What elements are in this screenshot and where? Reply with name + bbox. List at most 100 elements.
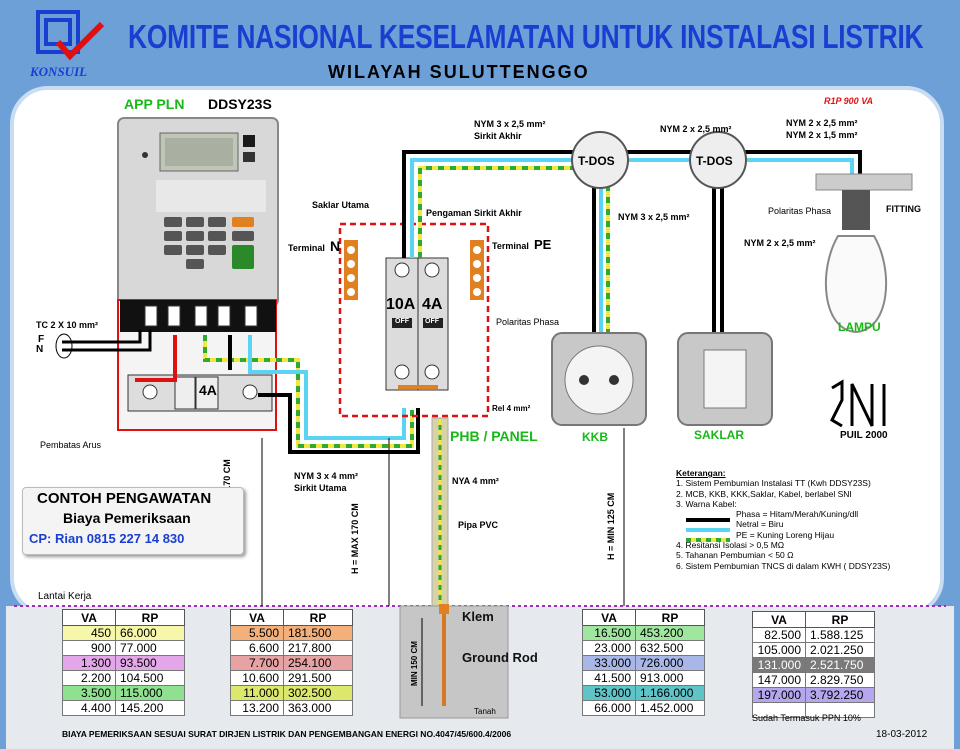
keterangan-item: 3. Warna Kabel: <box>676 498 737 509</box>
nym-utama-label-2: Sirkit Utama <box>294 483 347 493</box>
keterangan-legend: Keterangan: 1. Sistem Pembumian Instalas… <box>676 468 936 571</box>
phb-mcbs <box>385 257 449 391</box>
f-label: F <box>38 334 45 345</box>
kkb-socket <box>551 332 647 426</box>
rp-cell <box>805 702 875 718</box>
va-cell: 1.300 <box>62 655 116 671</box>
rp-cell: 217.800 <box>283 640 353 656</box>
rp-cell: 453.200 <box>635 625 705 641</box>
table-header: RP <box>635 609 705 626</box>
cable-pe-legend: PE = Kuning Loreng Hijau <box>736 529 835 540</box>
table-header: VA <box>62 609 116 626</box>
keterangan-item: 6. Sistem Pembumian TNCS di dalam KWH ( … <box>676 560 891 571</box>
cable-netral-legend: Netral = Biru <box>736 519 784 530</box>
tc-label: TC 2 X 10 mm² <box>36 320 99 330</box>
nym-sirkit-akhir-1: NYM 3 x 2,5 mm² <box>474 119 546 129</box>
va-cell: 197.000 <box>752 687 806 703</box>
rp-cell: 2.521.750 <box>805 657 875 673</box>
height-max-170-b: H = MAX 170 CM <box>350 503 360 574</box>
va-cell: 147.000 <box>752 672 806 688</box>
rp-cell: 2.021.250 <box>805 642 875 658</box>
puil-label: PUIL 2000 <box>840 430 888 441</box>
terminal-n-label: N <box>330 238 341 254</box>
rp-cell: 115.000 <box>115 685 185 701</box>
fitting-label: FITTING <box>886 204 921 214</box>
mcb-off-label-1: OFF <box>395 318 409 325</box>
height-min-125: H = MIN 125 CM <box>606 492 616 560</box>
va-cell: 5.500 <box>230 625 284 641</box>
contoh-box: CONTOH PENGAWATAN Biaya Pemeriksaan CP: … <box>22 487 244 555</box>
polaritas-kkb-label: Polaritas Phasa <box>496 317 560 327</box>
va-cell: 41.500 <box>582 670 636 686</box>
n-label: N <box>36 344 44 355</box>
rp-cell: 254.100 <box>283 655 353 671</box>
rp-cell: 726.000 <box>635 655 705 671</box>
va-cell: 16.500 <box>582 625 636 641</box>
polaritas-lamp-label: Polaritas Phasa <box>768 206 832 216</box>
rp-cell: 145.200 <box>115 700 185 716</box>
rp-cell: 1.588.125 <box>805 627 875 643</box>
va-cell: 131.000 <box>752 657 806 673</box>
va-cell: 2.200 <box>62 670 116 686</box>
rp-cell: 913.000 <box>635 670 705 686</box>
mcb-off-label-2: OFF <box>425 318 439 325</box>
va-cell: 900 <box>62 640 116 656</box>
rp-cell: 3.792.250 <box>805 687 875 703</box>
page-subtitle: WILAYAH SULUTTENGGO <box>328 62 590 82</box>
footer-note: BIAYA PEMERIKSAAN SESUAI SURAT DIRJEN LI… <box>62 729 512 739</box>
kwh-meter <box>117 117 279 307</box>
ppn-note: Sudah Termasuk PPN 10% <box>752 713 861 723</box>
va-cell: 13.200 <box>230 700 284 716</box>
contoh-title: CONTOH PENGAWATAN <box>37 490 212 507</box>
pipa-label: Pipa PVC <box>458 520 499 530</box>
date-label: 18-03-2012 <box>876 729 928 740</box>
tariff-label: R1P 900 VA <box>824 96 874 106</box>
rp-cell: 93.500 <box>115 655 185 671</box>
va-cell: 10.600 <box>230 670 284 686</box>
page-title: KOMITE NASIONAL KESELAMATAN UNTUK INSTAL… <box>128 18 924 55</box>
va-cell: 3.500 <box>62 685 116 701</box>
phb-terminal-n <box>344 240 358 300</box>
keterangan-item: 5. Tahanan Pembumian < 50 Ω <box>676 550 794 561</box>
keterangan-heading: Keterangan: <box>676 468 726 478</box>
va-cell: 53.000 <box>582 685 636 701</box>
pembatas-4a-label: 4A <box>199 382 217 398</box>
rp-cell: 77.000 <box>115 640 185 656</box>
rp-cell: 104.500 <box>115 670 185 686</box>
va-cell: 11.000 <box>230 685 284 701</box>
phb-terminal-pe <box>470 240 484 300</box>
rp-cell: 632.500 <box>635 640 705 656</box>
phb-panel-label: PHB / PANEL <box>450 428 538 444</box>
va-cell: 6.600 <box>230 640 284 656</box>
va-cell: 82.500 <box>752 627 806 643</box>
rp-cell: 1.166.000 <box>635 685 705 701</box>
pengaman-label: Pengaman Sirkit Akhir <box>426 208 522 218</box>
sni-logo <box>830 379 886 428</box>
contoh-subtitle: Biaya Pemeriksaan <box>63 510 191 526</box>
nym-right-label-1: NYM 2 x 2,5 mm² <box>786 118 858 128</box>
nym-right-label-2: NYM 2 x 1,5 mm² <box>786 130 858 140</box>
nym-kkb-label: NYM 3 x 2,5 mm² <box>618 212 690 222</box>
va-cell: 66.000 <box>582 700 636 716</box>
rel-label: Rel 4 mm² <box>492 404 531 413</box>
konsuil-logo <box>36 10 105 61</box>
va-cell: 4.400 <box>62 700 116 716</box>
rp-cell: 363.000 <box>283 700 353 716</box>
tdos-box-2 <box>689 131 747 189</box>
